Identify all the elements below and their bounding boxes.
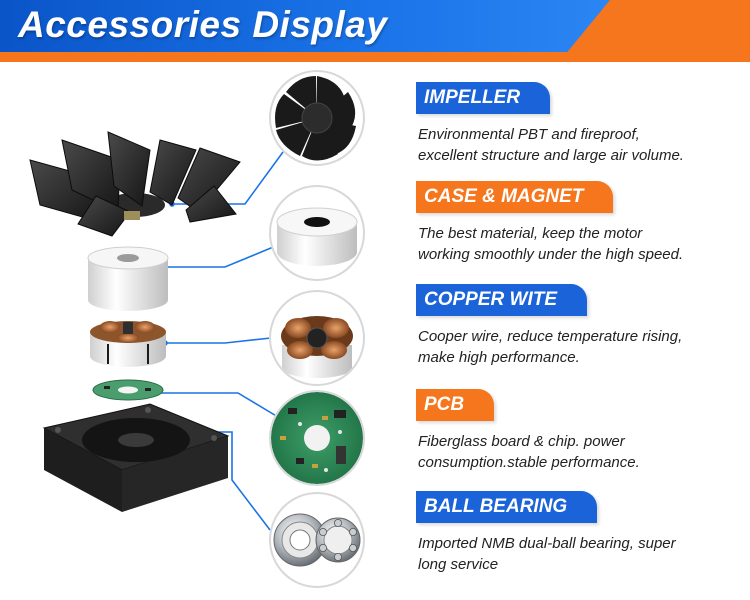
- desc-line: Imported NMB dual-ball bearing, super: [418, 535, 676, 552]
- magnet-case-part: [87, 246, 169, 311]
- header-orange-bar: [0, 52, 750, 62]
- feature-ball-bearing: BALL BEARING Imported NMB dual-ball bear…: [416, 491, 746, 575]
- feature-desc-ball-bearing: Imported NMB dual-ball bearing, super lo…: [418, 533, 746, 575]
- header-banner: Accessories Display: [0, 0, 750, 62]
- page-title: Accessories Display: [18, 4, 388, 45]
- desc-line: excellent structure and large air volume…: [418, 147, 684, 164]
- desc-line: long service: [418, 556, 499, 573]
- zoom-impeller: [269, 70, 365, 166]
- fan-parts-illustration: [29, 70, 365, 588]
- copper-coil-part: [90, 321, 166, 367]
- desc-line: working smoothly under the high speed.: [418, 246, 684, 263]
- feature-desc-impeller: Environmental PBT and fireproof, excelle…: [418, 124, 746, 166]
- feature-title-impeller: IMPELLER: [416, 82, 551, 114]
- impeller-part: [29, 131, 241, 237]
- feature-title-pcb: PCB: [416, 389, 495, 421]
- feature-copper-wite: COPPER WITE Cooper wire, reduce temperat…: [416, 284, 746, 368]
- zoom-pcb: [269, 390, 365, 486]
- feature-desc-case-magnet: The best material, keep the motor workin…: [418, 223, 746, 265]
- feature-title-copper-wite: COPPER WITE: [416, 284, 588, 316]
- zoom-bearing: [269, 492, 365, 588]
- zoom-magnet: [269, 185, 365, 281]
- feature-pcb: PCB Fiberglass board & chip. power consu…: [416, 389, 746, 473]
- feature-desc-copper-wite: Cooper wire, reduce temperature rising, …: [418, 326, 746, 368]
- desc-line: consumption.stable performance.: [418, 454, 640, 471]
- feature-impeller: IMPELLER Environmental PBT and fireproof…: [416, 82, 746, 166]
- connector-dots: [142, 201, 175, 435]
- desc-line: make high performance.: [418, 349, 580, 366]
- header-blue-panel: [0, 0, 610, 52]
- desc-line: Cooper wire, reduce temperature rising,: [418, 328, 683, 345]
- feature-title-ball-bearing: BALL BEARING: [416, 491, 598, 523]
- fan-frame-part: [42, 403, 230, 512]
- feature-title-case-magnet: CASE & MAGNET: [416, 181, 614, 213]
- feature-desc-pcb: Fiberglass board & chip. power consumpti…: [418, 431, 746, 473]
- feature-case-magnet: CASE & MAGNET The best material, keep th…: [416, 181, 746, 265]
- pcb-part: [92, 379, 164, 401]
- desc-line: Fiberglass board & chip. power: [418, 433, 625, 450]
- exploded-fan-diagram: [0, 62, 410, 600]
- desc-line: Environmental PBT and fireproof,: [418, 126, 640, 143]
- desc-line: The best material, keep the motor: [418, 225, 643, 242]
- zoom-copper: [269, 290, 365, 386]
